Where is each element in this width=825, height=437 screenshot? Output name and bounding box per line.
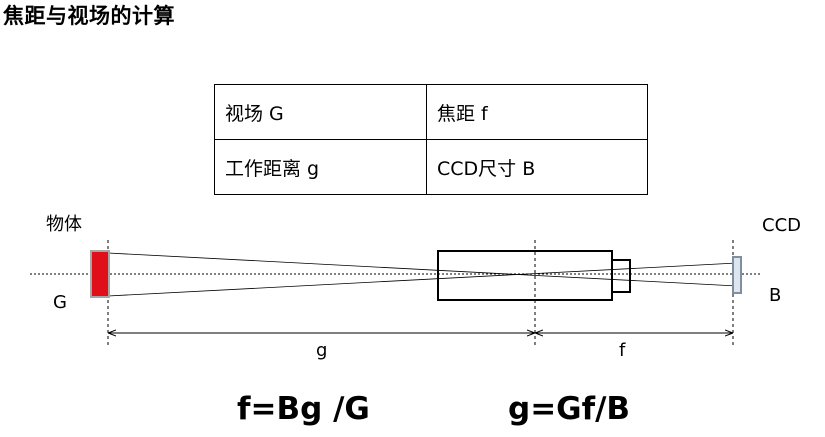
ccd-label: CCD bbox=[762, 215, 801, 236]
object-label: 物体 bbox=[46, 214, 82, 235]
object-size-label: G bbox=[53, 292, 67, 313]
definition-table: 视场 G 焦距 f 工作距离 g CCD尺寸 B bbox=[214, 84, 648, 195]
table-row: 视场 G 焦距 f bbox=[214, 84, 648, 140]
ray-top bbox=[107, 252, 738, 287]
ccd-sensor-shape bbox=[732, 256, 742, 294]
table-cell-working-distance: 工作距离 g bbox=[214, 139, 427, 195]
table-cell-field-of-view: 视场 G bbox=[214, 84, 427, 140]
object-shape bbox=[90, 250, 110, 298]
ccd-size-label: B bbox=[769, 285, 781, 306]
distance-g-label: g bbox=[316, 340, 327, 361]
page-title: 焦距与视场的计算 bbox=[3, 4, 175, 28]
table-row: 工作距离 g CCD尺寸 B bbox=[214, 139, 648, 195]
working-distance-formula: g=Gf/B bbox=[508, 391, 631, 427]
table-cell-ccd-size: CCD尺寸 B bbox=[426, 139, 648, 195]
distance-f-label: f bbox=[619, 340, 626, 361]
ray-bottom bbox=[107, 262, 738, 297]
lens-body bbox=[437, 250, 613, 301]
focal-length-formula: f=Bg /G bbox=[237, 391, 370, 427]
lens-mount bbox=[611, 259, 631, 293]
table-cell-focal-length: 焦距 f bbox=[426, 84, 648, 140]
